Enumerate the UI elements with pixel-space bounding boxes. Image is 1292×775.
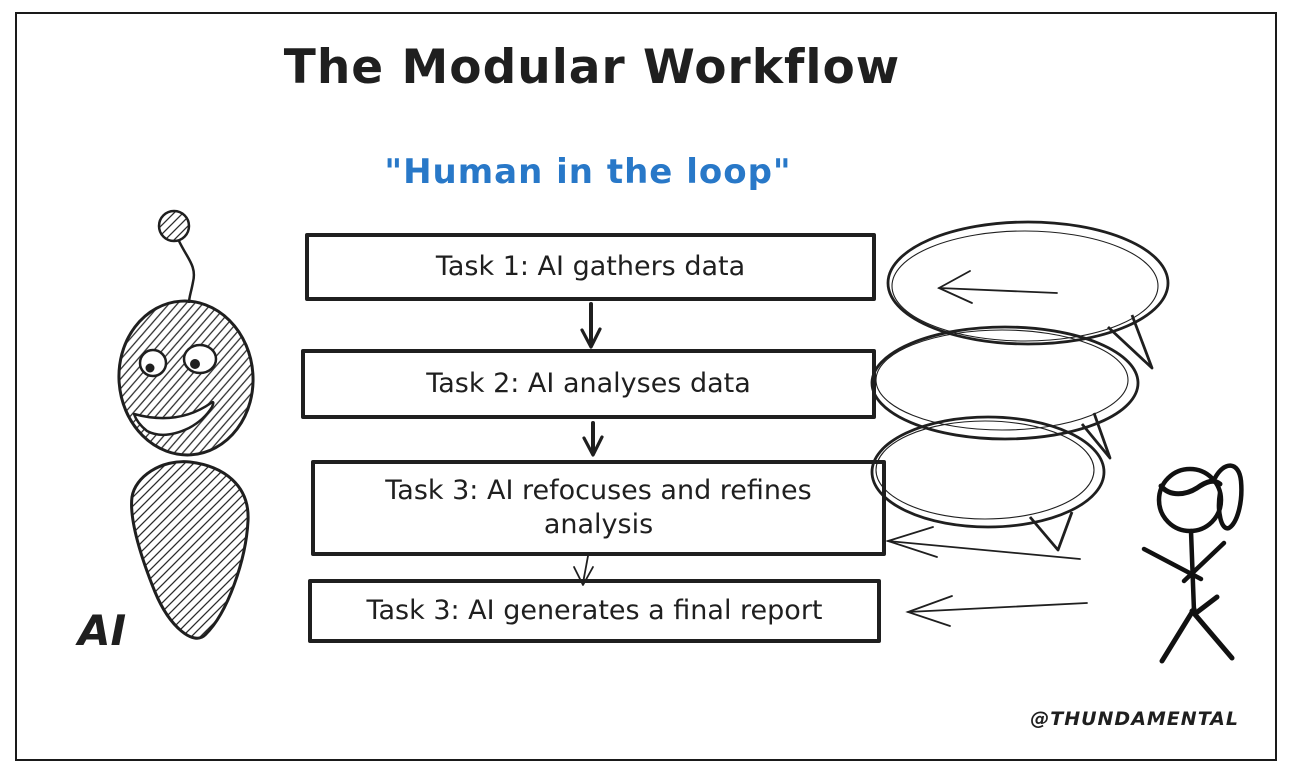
task-box-2: Task 2: AI analyses data [301,349,876,419]
task-box-1: Task 1: AI gathers data [305,233,876,301]
task-box-2-label: Task 2: AI analyses data [426,368,751,400]
task-box-4-label: Task 3: AI generates a final report [366,595,823,627]
task-box-3-label: Task 3: AI refocuses and refines analysi… [385,475,812,540]
page-subtitle: "Human in the loop" [384,152,792,192]
credit-watermark: @THUNDAMENTAL [1030,708,1239,730]
task-box-1-label: Task 1: AI gathers data [435,251,746,283]
ai-character-label: AI [78,606,127,655]
task-box-3: Task 3: AI refocuses and refines analysi… [311,460,886,556]
task-box-4: Task 3: AI generates a final report [308,579,881,643]
page-title: The Modular Workflow [283,40,901,95]
